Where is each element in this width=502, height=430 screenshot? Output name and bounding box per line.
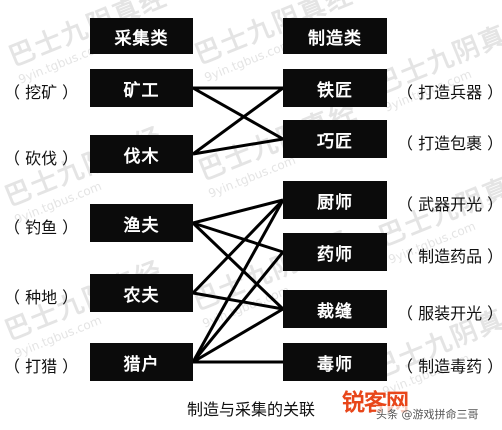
header-gathering: 采集类: [90, 18, 193, 54]
node-lumberjack: 伐木: [90, 135, 193, 173]
link-fisher-pharmacist: [192, 221, 284, 254]
link-hunter-pharmacist: [191, 251, 285, 363]
link-farmer-tailor: [192, 291, 284, 311]
diagram-caption: 制造与采集的关联: [186, 400, 315, 419]
node-artisan: 巧匠: [283, 120, 387, 158]
link-fisher-tailor: [191, 221, 285, 311]
node-fisher: 渔夫: [90, 204, 193, 242]
link-lumberjack-artisan: [192, 137, 284, 156]
side-label-hunter: （ 打猎 ）: [4, 357, 79, 376]
side-label-tailor: （ 服装开光 ）: [397, 304, 502, 323]
link-miner-artisan: [192, 86, 284, 141]
node-miner: 矿工: [90, 69, 193, 107]
node-blacksmith: 铁匠: [283, 69, 387, 107]
side-label-artisan: （ 打造包裹 ）: [397, 134, 502, 153]
side-label-fisher: （ 钓鱼 ）: [4, 218, 79, 237]
node-hunter: 猎户: [90, 343, 193, 381]
side-label-lumberjack: （ 砍伐 ）: [4, 149, 79, 168]
header-crafting: 制造类: [283, 18, 387, 54]
link-lumberjack-blacksmith: [192, 86, 284, 156]
node-pharmacist: 药师: [283, 233, 387, 271]
node-tailor: 裁缝: [283, 290, 387, 328]
link-fisher-chef: [192, 198, 284, 225]
link-hunter-chef: [191, 199, 285, 363]
credit-text: 头条 @游戏拼命三哥: [376, 406, 479, 422]
node-poisoner: 毒师: [283, 343, 387, 381]
link-hunter-tailor: [192, 307, 284, 364]
link-farmer-chef: [191, 198, 285, 295]
side-label-chef: （ 武器开光 ）: [397, 195, 502, 214]
side-label-miner: （ 挖矿 ）: [4, 83, 79, 102]
node-chef: 厨师: [283, 181, 387, 219]
side-label-blacksmith: （ 打造兵器 ）: [397, 83, 502, 102]
node-farmer: 农夫: [90, 274, 193, 312]
side-label-farmer: （ 种地 ）: [4, 288, 79, 307]
side-label-poisoner: （ 制造毒药 ）: [397, 357, 502, 376]
side-label-pharmacist: （ 制造药品 ）: [397, 247, 502, 266]
